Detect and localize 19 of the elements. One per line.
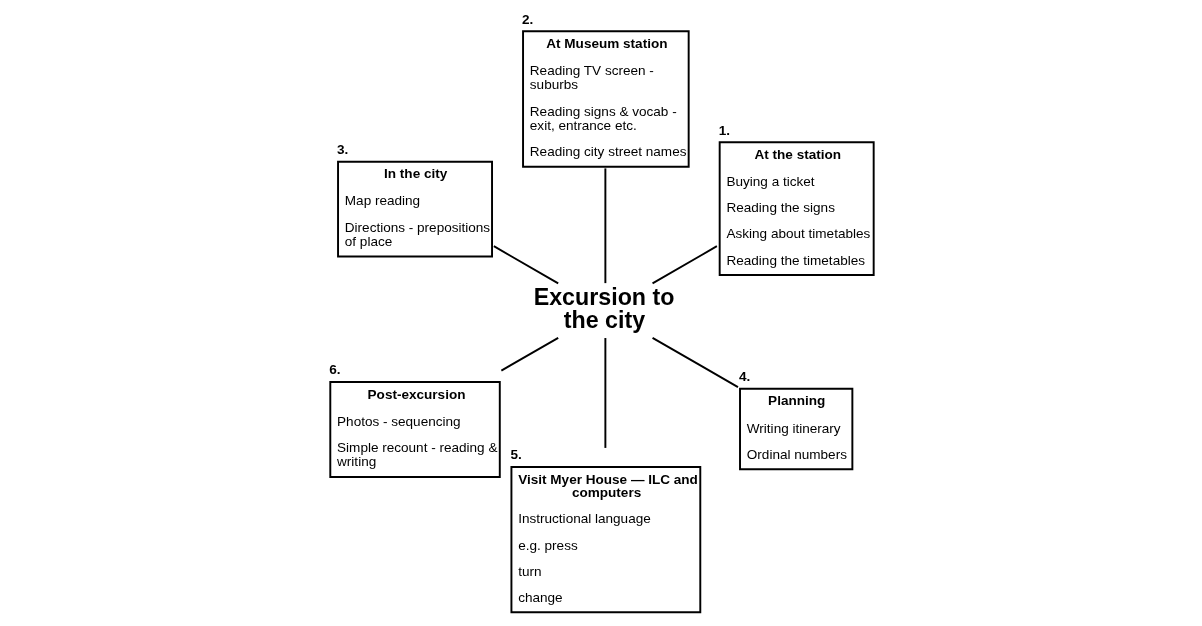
connector <box>651 336 739 389</box>
connector <box>651 245 718 285</box>
connector <box>603 337 606 449</box>
node-box: Post-excursion Photos - sequencing Simple recount - reading & writing <box>328 381 501 478</box>
node-box: In the city Map reading Directions - prepositions of place <box>336 160 493 258</box>
node-label: 1. <box>718 122 730 138</box>
node-text: Excursion to the city <box>533 283 674 334</box>
node-label: 4. <box>738 369 750 385</box>
connector <box>603 167 606 285</box>
node-box: At the station Buying a ticket Reading the signs Asking about timetables Reading the timetables <box>718 141 875 276</box>
node-box: At Museum station Reading TV screen - suburbs Reading signs & vocab - exit, entrance etc. Reading city street names <box>521 30 690 168</box>
connector <box>492 245 559 285</box>
node-label: 2. <box>521 11 533 27</box>
node-box: Planning Writing itinerary Ordinal numbers <box>738 387 853 471</box>
node-label: 3. <box>336 142 348 158</box>
node-label: 6. <box>328 362 341 378</box>
node-box: Visit Myer House — ILC and computers Instructional language e.g. press turn change <box>509 466 701 614</box>
connector <box>499 336 559 372</box>
node-label: 5. <box>509 447 522 463</box>
